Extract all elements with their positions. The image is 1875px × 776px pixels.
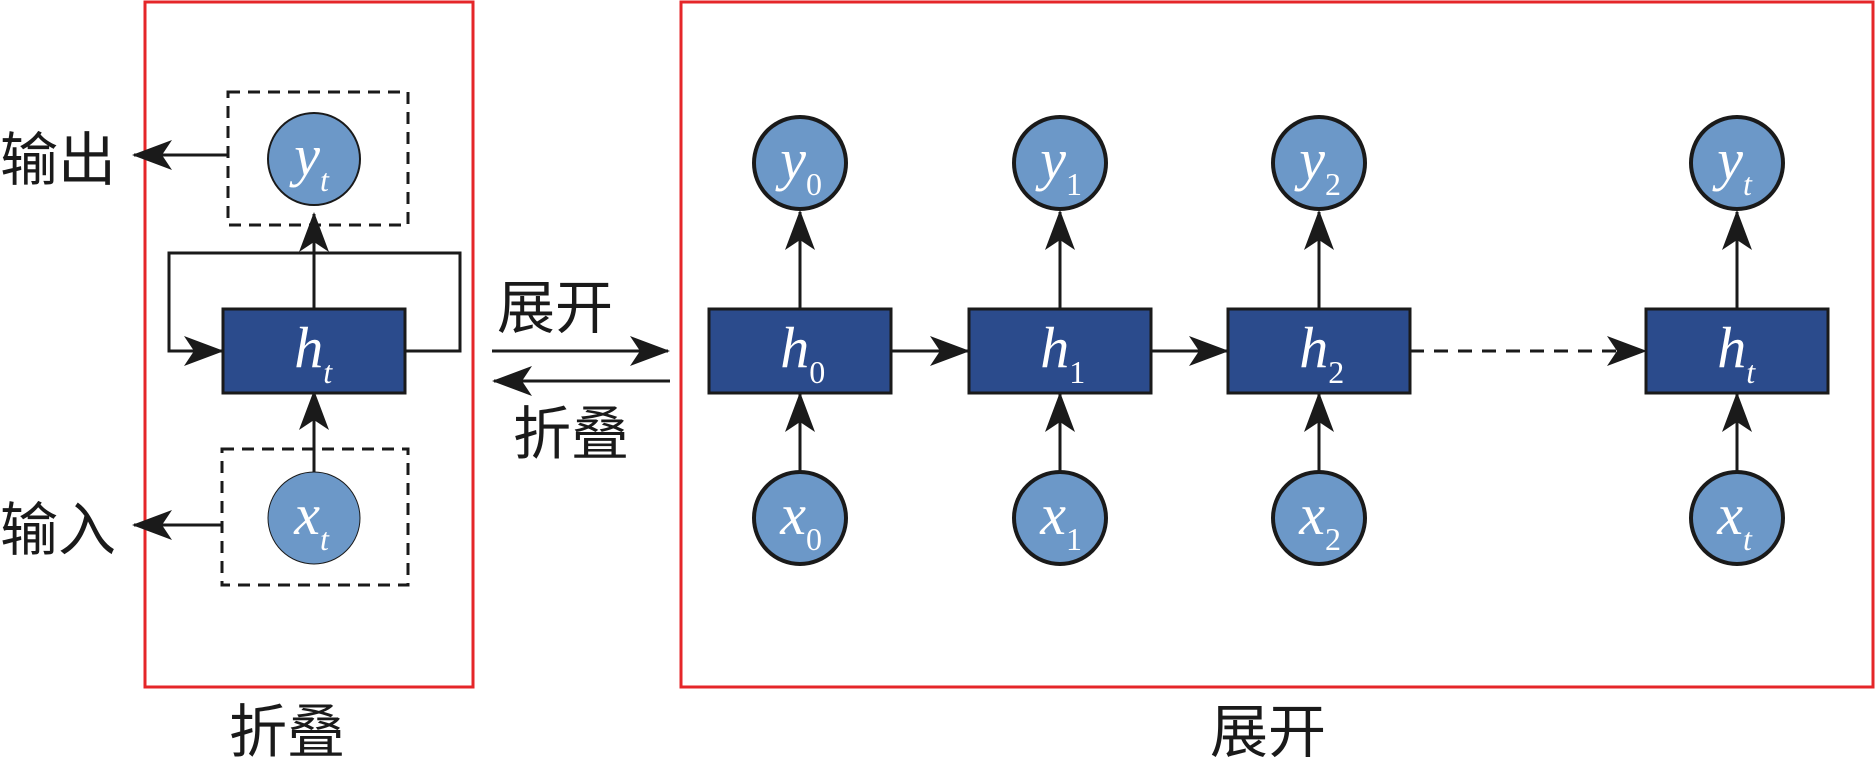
unfolded-hidden-node-2: h2	[1226, 307, 1412, 395]
unfolded-hidden-node-2-label: h2	[1299, 315, 1344, 390]
folded-hidden-node-label-base: h	[294, 315, 323, 380]
folded-output-node-label: yt	[289, 123, 330, 198]
unfolded-input-node-1-label: x1	[1039, 482, 1082, 557]
fold-arrow-label: 折叠	[513, 400, 629, 468]
output-label: 输出	[0, 126, 116, 194]
unfolded-output-node-2-label: y2	[1294, 127, 1341, 202]
unfolded-input-node-3-label: xt	[1716, 482, 1753, 557]
unfolded-hidden-node-3: ht	[1644, 307, 1830, 395]
unfolded-input-node-2: x2	[1271, 470, 1367, 566]
folded-output-node-label-subscript: t	[320, 162, 330, 198]
unfolded-input-node-0-label: x0	[779, 482, 822, 557]
unfolded-input-node-1-label-subscript: 1	[1066, 521, 1082, 557]
unfolded-output-node-2-shape	[1271, 115, 1367, 211]
unfolded-output-node-3-shape	[1689, 115, 1785, 211]
folded-output-node-shape	[267, 112, 361, 206]
folded-output-node: yt	[267, 112, 361, 206]
unfolded-output-node-0: y0	[752, 115, 848, 211]
unfolded-hidden-node-2-label-subscript: 2	[1328, 354, 1344, 390]
folded-input-node-label: xt	[293, 482, 330, 557]
folded-view	[132, 90, 462, 587]
folded-frame	[143, 0, 475, 689]
unfolded-output-node-1: y1	[1012, 115, 1108, 211]
unfolded-hidden-node-0-label-base: h	[780, 315, 809, 380]
unfolded-input-node-0: x0	[752, 470, 848, 566]
unfolded-output-node-3: yt	[1689, 115, 1785, 211]
unfolded-output-node-2-label-base: y	[1294, 127, 1325, 192]
unfolded-output-node-3-label: yt	[1712, 127, 1753, 202]
unfolded-hidden-node-0-label-subscript: 0	[809, 354, 825, 390]
unfolded-hidden-node-1: h1	[967, 307, 1153, 395]
unfolded-hidden-node-3-label-subscript: t	[1746, 354, 1756, 390]
unfolded-output-node-2: y2	[1271, 115, 1367, 211]
unfolded-hidden-node-0-label: h0	[780, 315, 825, 390]
unfolded-output-node-0-label: y0	[775, 127, 822, 202]
folded-hidden-node-label: ht	[294, 315, 333, 390]
unfolded-output-node-3-label-base: y	[1712, 127, 1743, 192]
unfolded-hidden-node-1-label-base: h	[1040, 315, 1069, 380]
unfolded-input-node-0-label-subscript: 0	[806, 521, 822, 557]
folded-input-node-shape	[267, 471, 361, 565]
input-label: 输入	[0, 496, 116, 564]
unfolded-frame	[679, 0, 1875, 689]
folded-output-node-label-base: y	[289, 123, 320, 188]
unfolded-hidden-node-0: h0	[707, 307, 893, 395]
unfolded-input-node-3-label-base: x	[1716, 482, 1743, 547]
unfolded-input-node-0-label-base: x	[779, 482, 806, 547]
unfolded-output-node-3-label-subscript: t	[1743, 166, 1753, 202]
unfolded-output-node-1-shape	[1012, 115, 1108, 211]
unfolded-hidden-node-3-label: ht	[1717, 315, 1756, 390]
unfolded-hidden-node-0-shape	[707, 307, 893, 395]
unfolded-input-node-1-label-base: x	[1039, 482, 1066, 547]
unfolded-output-node-2-label-subscript: 2	[1325, 166, 1341, 202]
folded-input-node-label-base: x	[293, 482, 320, 547]
unfolded-output-node-1-label-base: y	[1035, 127, 1066, 192]
folded-hidden-node: ht	[221, 307, 407, 395]
unfolded-input-node-2-label: x2	[1298, 482, 1341, 557]
unfolded-input-node-2-label-base: x	[1298, 482, 1325, 547]
unfolded-output-node-0-label-base: y	[775, 127, 806, 192]
unfold-arrow-label: 展开	[497, 274, 613, 342]
folded-caption: 折叠	[229, 698, 345, 766]
unfolded-input-node-3: xt	[1689, 470, 1785, 566]
folded-input-node-label-subscript: t	[320, 521, 330, 557]
unfolded-output-node-1-label: y1	[1035, 127, 1082, 202]
unfolded-output-node-0-shape	[752, 115, 848, 211]
unfolded-input-node-2-label-subscript: 2	[1325, 521, 1341, 557]
unfolded-hidden-node-1-label-subscript: 1	[1069, 354, 1085, 390]
unfolded-hidden-node-2-label-base: h	[1299, 315, 1328, 380]
folded-hidden-node-shape	[221, 307, 407, 395]
unfolded-hidden-node-2-shape	[1226, 307, 1412, 395]
folded-input-node: xt	[267, 471, 361, 565]
unfolded-hidden-node-3-label-base: h	[1717, 315, 1746, 380]
folded-hidden-node-label-subscript: t	[323, 354, 333, 390]
unfolded-output-node-1-label-subscript: 1	[1066, 166, 1082, 202]
unfolded-input-node-3-label-subscript: t	[1743, 521, 1753, 557]
unfolded-input-node-1: x1	[1012, 470, 1108, 566]
unfolded-caption: 展开	[1210, 698, 1326, 766]
unfolded-output-node-0-label-subscript: 0	[806, 166, 822, 202]
unfolded-hidden-node-1-label: h1	[1040, 315, 1085, 390]
